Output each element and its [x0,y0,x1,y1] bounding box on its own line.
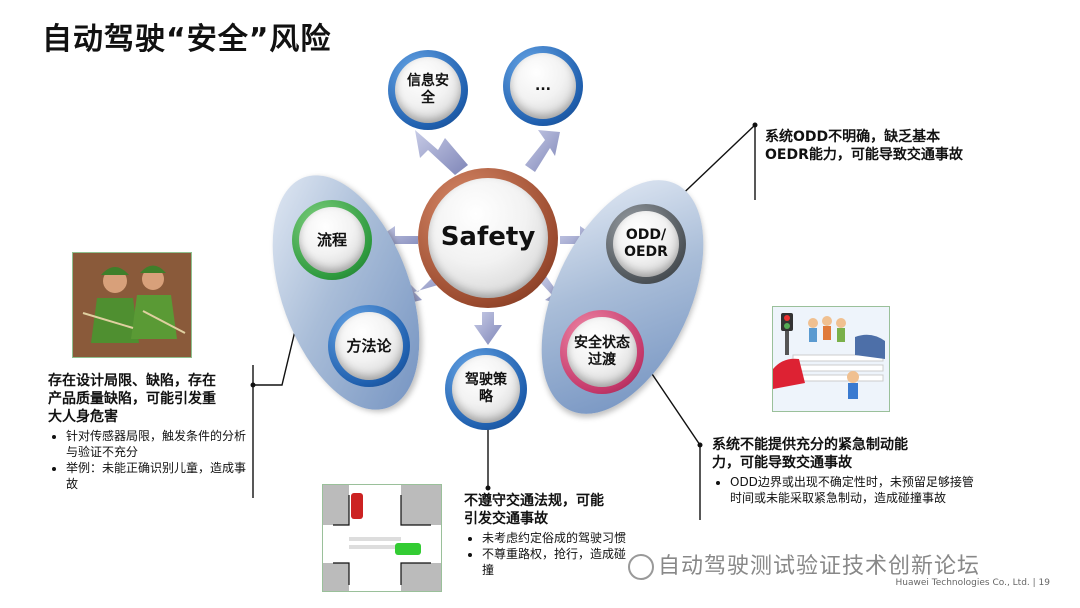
node-safety-center: Safety [418,168,558,308]
callout-braking: 系统不能提供充分的紧急制动能 力，可能导致交通事故 ODD边界或出现不确定性时，… [712,436,982,506]
intersection-diagram [322,484,442,592]
callout-design-heading: 存在设计局限、缺陷，存在 产品质量缺陷，可能引发重 大人身危害 [48,373,216,425]
node-methodology: 方法论 [328,305,410,387]
node-driving-strategy: 驾驶策 略 [445,348,527,430]
arrow-down [474,312,502,345]
callout-design-bullet-2: 举例：未能正确识别儿童，造成事故 [66,460,248,492]
intersection-scene [323,485,441,591]
node-safety-transition: 安全状态 过渡 [560,310,644,394]
arrow-up-right [525,130,560,172]
footer-text: Huawei Technologies Co., Ltd. | 19 [895,578,1050,588]
wechat-icon [628,554,654,580]
callout-design-defect: 存在设计局限、缺陷，存在 产品质量缺陷，可能引发重 大人身危害 针对传感器局限，… [48,372,248,492]
callout-traffic-heading: 不遵守交通法规，可能 引发交通事故 [464,493,604,527]
callout-traffic-bullet-2: 不尊重路权，抢行，造成碰撞 [482,546,634,578]
callout-design-bullet-1: 针对传感器局限，触发条件的分析与验证不充分 [66,428,248,460]
callout-traffic-rules: 不遵守交通法规，可能 引发交通事故 未考虑约定俗成的驾驶习惯 不尊重路权，抢行，… [464,492,634,578]
page-title: 自动驾驶“安全”风险 [42,22,332,57]
callout-braking-heading: 系统不能提供充分的紧急制动能 力，可能导致交通事故 [712,437,908,471]
node-info-security: 信息安 全 [388,50,468,130]
node-odd-oedr: ODD/ OEDR [606,204,686,284]
children-photo [72,252,192,358]
children-figure-illustration [73,253,191,357]
watermark-text: 自动驾驶测试验证技术创新论坛 [628,548,980,580]
callout-braking-bullet: ODD边界或出现不确定性时，未预留足够接管时间或未能采取紧急制动，造成碰撞事故 [730,474,982,506]
node-process: 流程 [292,200,372,280]
node-ellipsis: ... [503,46,583,126]
crosswalk-scene [773,307,889,411]
callout-odd-text: 系统ODD不明确，缺乏基本 OEDR能力，可能导致交通事故 [765,129,963,163]
crosswalk-illustration [772,306,890,412]
callout-traffic-bullet-1: 未考虑约定俗成的驾驶习惯 [482,530,634,546]
arrow-up-left [415,130,468,175]
